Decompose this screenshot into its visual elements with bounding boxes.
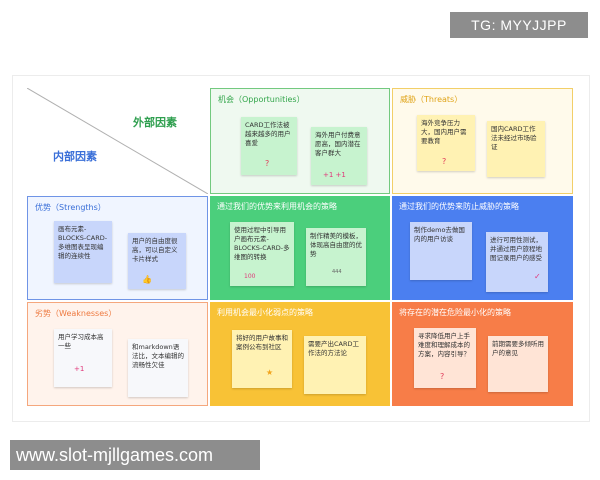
threats-title: 威胁（Threats）	[400, 95, 463, 104]
note-text: 画布元素-BLOCKS-CARD-多维图表呈现编辑的连续性	[58, 225, 108, 260]
corner-diagonal	[27, 88, 208, 194]
sticky-note[interactable]: 制作demo去做国内的用户访谈	[410, 222, 472, 280]
sticky-note[interactable]: 国内CARD工作法未经过市场验证	[487, 121, 545, 177]
note-text: 进行可用性测试，并通过用户旅程地图记录用户的感受	[490, 236, 542, 262]
internal-factors-label: 内部因素	[53, 150, 97, 163]
st-strategy-title: 通过我们的优势来防止威胁的策略	[399, 202, 519, 211]
note-text: 前期需要多倾听用户的意见	[492, 340, 544, 357]
sticky-note[interactable]: 制作精美的模板，体现高自由度的优势 444	[306, 228, 366, 286]
sticky-note[interactable]: 画布元素-BLOCKS-CARD-多维图表呈现编辑的连续性	[54, 221, 112, 283]
weaknesses-cell: 劣势（Weaknesses） 用户学习成本高一些 +1 和markdown语法比…	[27, 302, 208, 406]
note-text: CARD工作法被越来越多的用户喜爱	[245, 121, 291, 147]
sticky-note[interactable]: 海外竞争压力大，国内用户需要教育 ?	[417, 115, 475, 171]
note-text: 制作精美的模板，体现高自由度的优势	[310, 232, 362, 258]
wt-strategy-title: 将存在的潜在危险最小化的策略	[399, 308, 511, 317]
note-text: 海外竞争压力大，国内用户需要教育	[421, 119, 467, 145]
hundred-points-icon: 100	[244, 273, 256, 280]
watermark-bottom: www.slot-mjllgames.com	[10, 440, 260, 470]
wo-strategy-title: 利用机会最小化弱点的策略	[217, 308, 313, 317]
note-text: 海外用户付费意愿高，国内潜在客户群大	[315, 131, 361, 157]
sticky-note[interactable]: 使用过程中引导用户画布元素-BLOCKS-CARD-多维图的转换 100	[230, 222, 294, 286]
sticky-note[interactable]: 海外用户付费意愿高，国内潜在客户群大 +1 +1	[311, 127, 367, 185]
plus-one-icon: +1 +1	[323, 171, 346, 179]
note-text: 用户的自由度很高，可以自定义卡片样式	[132, 237, 178, 263]
sticky-note[interactable]: 进行可用性测试，并通过用户旅程地图记录用户的感受 ✓	[486, 232, 548, 292]
sticky-note[interactable]: 需要产出CARD工作法的方法论	[304, 336, 366, 394]
external-factors-label: 外部因素	[133, 116, 177, 129]
opportunities-title: 机会（Opportunities）	[218, 95, 305, 104]
note-text: 制作demo去做国内的用户访谈	[414, 226, 465, 243]
sticky-note[interactable]: 用户的自由度很高，可以自定义卡片样式 👍	[128, 233, 186, 289]
emoji-icon: 444	[332, 269, 342, 275]
swot-board: 外部因素 内部因素 机会（Opportunities） CARD工作法被越来越多…	[12, 75, 590, 422]
wo-strategy-cell: 利用机会最小化弱点的策略 将好的用户故事和案例公布到社区 ★ 需要产出CARD工…	[210, 302, 390, 406]
note-text: 和markdown语法比，文本编辑的流畅性欠佳	[132, 343, 184, 369]
strengths-title: 优势（Strengths）	[35, 203, 106, 212]
sticky-note[interactable]: CARD工作法被越来越多的用户喜爱 ?	[241, 117, 297, 175]
weaknesses-title: 劣势（Weaknesses）	[35, 309, 117, 318]
note-text: 国内CARD工作法未经过市场验证	[491, 125, 537, 151]
note-text: 寻求降低用户上手难度和理解成本的方案，内容引导？	[418, 332, 470, 358]
opportunities-cell: 机会（Opportunities） CARD工作法被越来越多的用户喜爱 ? 海外…	[210, 88, 390, 194]
sticky-note[interactable]: 用户学习成本高一些 +1	[54, 329, 112, 387]
star-icon: ★	[266, 368, 274, 377]
sticky-note[interactable]: 前期需要多倾听用户的意见	[488, 336, 548, 392]
thumbs-up-icon: 👍	[142, 275, 152, 284]
sticky-note[interactable]: 寻求降低用户上手难度和理解成本的方案，内容引导？ ?	[414, 328, 476, 388]
question-mark-icon: ?	[440, 372, 445, 381]
question-mark-icon: ?	[265, 159, 270, 168]
sticky-note[interactable]: 将好的用户故事和案例公布到社区 ★	[232, 330, 292, 388]
note-text: 需要产出CARD工作法的方法论	[308, 340, 360, 357]
threats-cell: 威胁（Threats） 海外竞争压力大，国内用户需要教育 ? 国内CARD工作法…	[392, 88, 573, 194]
checkmark-icon: ✓	[534, 272, 541, 281]
question-mark-icon: ?	[442, 157, 447, 166]
wt-strategy-cell: 将存在的潜在危险最小化的策略 寻求降低用户上手难度和理解成本的方案，内容引导？ …	[392, 302, 573, 406]
watermark-top: TG: MYYJJPP	[450, 12, 588, 38]
note-text: 使用过程中引导用户画布元素-BLOCKS-CARD-多维图的转换	[234, 226, 290, 261]
so-strategy-title: 通过我们的优势来利用机会的策略	[217, 202, 337, 211]
sticky-note[interactable]: 和markdown语法比，文本编辑的流畅性欠佳	[128, 339, 188, 397]
strengths-cell: 优势（Strengths） 画布元素-BLOCKS-CARD-多维图表呈现编辑的…	[27, 196, 208, 300]
so-strategy-cell: 通过我们的优势来利用机会的策略 使用过程中引导用户画布元素-BLOCKS-CAR…	[210, 196, 390, 300]
corner-cell: 外部因素 内部因素	[27, 88, 208, 194]
note-text: 用户学习成本高一些	[58, 333, 104, 350]
st-strategy-cell: 通过我们的优势来防止威胁的策略 制作demo去做国内的用户访谈 进行可用性测试，…	[392, 196, 573, 300]
plus-one-icon: +1	[74, 365, 85, 373]
note-text: 将好的用户故事和案例公布到社区	[236, 334, 288, 351]
